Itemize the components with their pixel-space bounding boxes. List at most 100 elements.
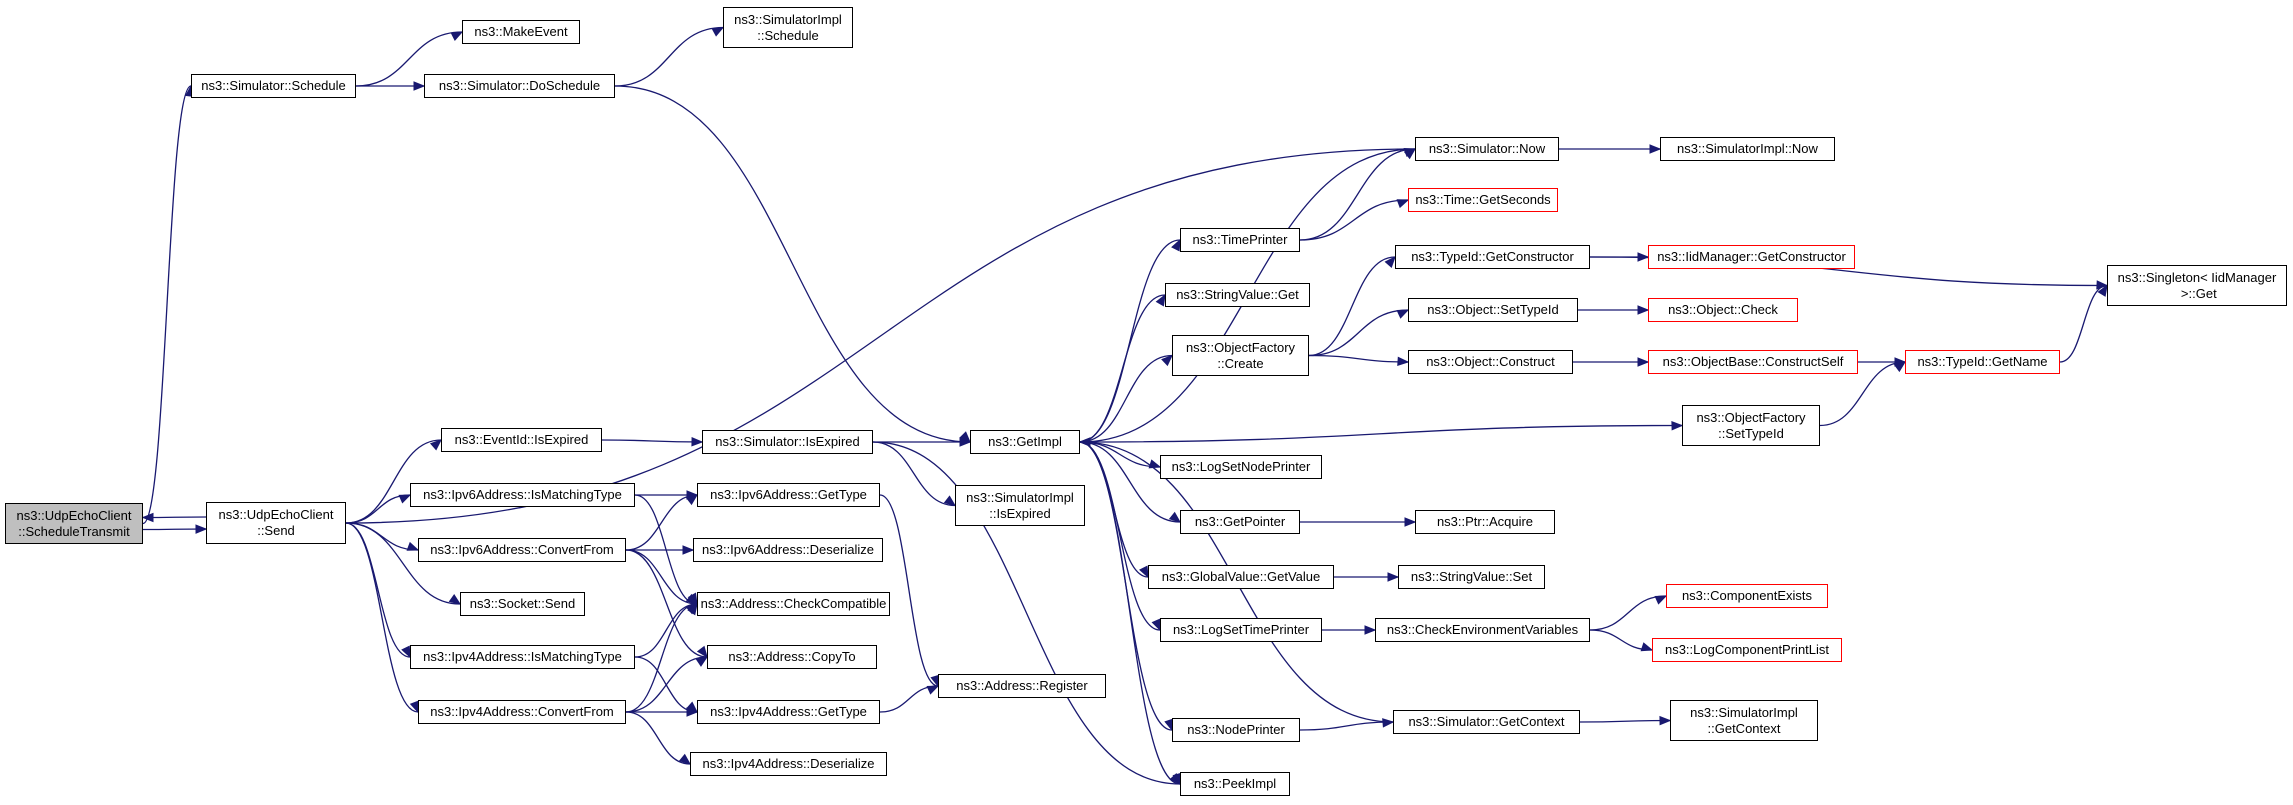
node-getconstructor[interactable]: ns3::TypeId::GetConstructor [1395,245,1590,269]
node-peekimpl[interactable]: ns3::PeekImpl [1180,772,1290,796]
node-lognodeprinter[interactable]: ns3::LogSetNodePrinter [1160,455,1322,479]
node-getcontext[interactable]: ns3::Simulator::GetContext [1393,710,1580,734]
edge-root-to-schedule [142,85,192,525]
arrowhead-getname-to-singleton [2097,284,2108,297]
node-iidgetconstructor[interactable]: ns3::IidManager::GetConstructor [1648,245,1855,269]
edge-v4convert-to-v4deserialize [625,711,691,765]
node-getseconds[interactable]: ns3::Time::GetSeconds [1408,188,1558,212]
node-getimpl[interactable]: ns3::GetImpl [970,430,1080,454]
node-register[interactable]: ns3::Address::Register [938,674,1106,698]
arrowhead-ofcreate-to-getconstructor [1384,255,1396,269]
node-acquire[interactable]: ns3::Ptr::Acquire [1415,510,1555,534]
edge-timeprinter-to-now [1299,148,1416,241]
arrowhead-ofcreate-to-objconstruct [1397,356,1410,367]
arrowhead-checkenv-to-componentexists [1654,595,1668,605]
node-copyto[interactable]: ns3::Address::CopyTo [707,645,877,669]
node-v4deserialize[interactable]: ns3::Ipv4Address::Deserialize [690,752,887,776]
node-getpointer[interactable]: ns3::GetPointer [1180,510,1300,534]
node-v4convert[interactable]: ns3::Ipv4Address::ConvertFrom [418,700,626,724]
edge-getimpl-to-timeprinter [1079,239,1181,443]
node-schedule[interactable]: ns3::Simulator::Schedule [191,74,356,98]
arrowhead-nodeprinter-to-getcontext [1382,718,1395,728]
node-implschedule[interactable]: ns3::SimulatorImpl ::Schedule [723,7,853,48]
arrowhead-getcontext-to-implgetcontext [1659,715,1672,726]
node-v6gettype[interactable]: ns3::Ipv6Address::GetType [697,483,880,507]
node-now[interactable]: ns3::Simulator::Now [1415,137,1559,161]
node-nodeprinter[interactable]: ns3::NodePrinter [1172,718,1300,742]
edge-v4convert-to-checkcompat [625,603,698,713]
edge-v6convert-to-v6gettype [625,494,698,551]
edge-ofcreate-to-getconstructor [1308,256,1396,357]
node-v6deserialize[interactable]: ns3::Ipv6Address::Deserialize [693,538,883,562]
edge-send-to-socketsend [345,522,461,605]
node-simexpired[interactable]: ns3::Simulator::IsExpired [702,430,873,454]
arrowhead-v4convert-to-v4deserialize [678,753,692,765]
node-ofcreate[interactable]: ns3::ObjectFactory ::Create [1172,335,1309,376]
node-socketsend[interactable]: ns3::Socket::Send [460,592,585,616]
node-objcheck[interactable]: ns3::Object::Check [1648,298,1798,322]
node-logprintlist[interactable]: ns3::LogComponentPrintList [1652,638,1842,662]
node-logtimeprinter[interactable]: ns3::LogSetTimePrinter [1160,618,1322,642]
arrowhead-settypeid-to-objcheck [1637,305,1650,315]
node-implnow[interactable]: ns3::SimulatorImpl::Now [1660,137,1835,161]
arrowhead-v4convert-to-v4gettype [686,707,699,717]
node-checkcompat[interactable]: ns3::Address::CheckCompatible [697,592,890,616]
node-svset[interactable]: ns3::StringValue::Set [1398,565,1545,589]
arrowhead-send-to-socketsend [448,594,462,605]
node-objconstruct[interactable]: ns3::Object::Construct [1408,350,1573,374]
arrowhead-v4gettype-to-register [926,685,940,695]
node-eventexpired[interactable]: ns3::EventId::IsExpired [441,428,602,452]
arrowhead-root-to-send [195,524,208,534]
node-timeprinter[interactable]: ns3::TimePrinter [1180,228,1300,252]
edge-v6convert-to-checkcompat [625,549,698,605]
edge-ofcreate-to-objconstruct [1308,354,1409,363]
arrowhead-v6convert-to-checkcompat [685,593,699,605]
node-singleton[interactable]: ns3::Singleton< IidManager >::Get [2107,265,2287,306]
node-v4gettype[interactable]: ns3::Ipv4Address::GetType [697,700,880,724]
node-checkenv[interactable]: ns3::CheckEnvironmentVariables [1375,618,1590,642]
node-componentexists[interactable]: ns3::ComponentExists [1666,584,1828,608]
edge-checkenv-to-componentexists [1589,595,1667,631]
arrowhead-getimpl-to-logtimeprinter [1151,618,1161,632]
arrowhead-gvgetvalue-to-svset [1387,572,1400,582]
arrowhead-getimpl-to-ofsettypeid [1671,421,1684,431]
arrowhead-send-to-root [141,512,154,523]
node-settypeid[interactable]: ns3::Object::SetTypeId [1408,298,1578,322]
node-constructself[interactable]: ns3::ObjectBase::ConstructSelf [1648,350,1858,374]
edge-getimpl-to-ofsettypeid [1079,424,1683,443]
node-implexpired[interactable]: ns3::SimulatorImpl ::IsExpired [955,485,1085,526]
edge-doschedule-to-getimpl [614,85,971,443]
arrowhead-getimpl-to-getpointer [1168,511,1182,523]
node-ofsettypeid[interactable]: ns3::ObjectFactory ::SetTypeId [1682,405,1820,446]
edge-getimpl-to-peekimpl [1079,441,1181,785]
node-gvgetvalue[interactable]: ns3::GlobalValue::GetValue [1148,565,1334,589]
arrowhead-objconstruct-to-constructself [1637,357,1650,367]
node-getname[interactable]: ns3::TypeId::GetName [1905,350,2060,374]
node-v4matching[interactable]: ns3::Ipv4Address::IsMatchingType [410,645,635,669]
arrowhead-getimpl-to-stringvalueget [1155,293,1166,307]
arrowhead-logtimeprinter-to-checkenv [1364,625,1377,635]
edge-send-to-v6convert [345,522,419,551]
edge-getname-to-singleton [2059,284,2108,363]
node-stringvalueget[interactable]: ns3::StringValue::Get [1165,283,1310,307]
node-v6matching[interactable]: ns3::Ipv6Address::IsMatchingType [410,483,635,507]
edge-nodeprinter-to-getcontext [1299,721,1394,731]
arrowhead-timeprinter-to-now [1403,148,1417,160]
edge-send-to-v4convert [345,522,419,713]
node-makeevent[interactable]: ns3::MakeEvent [462,20,580,44]
edge-v6gettype-to-register [879,494,939,687]
edge-v4matching-to-checkcompat [634,603,698,658]
edge-doschedule-to-implschedule [614,26,724,87]
node-doschedule[interactable]: ns3::Simulator::DoSchedule [424,74,615,98]
arrowhead-now-to-implnow [1649,144,1662,154]
arrowhead-v4convert-to-copyto [695,656,709,667]
arrowhead-send-to-v4matching [401,645,411,659]
arrowhead-checkenv-to-logprintlist [1640,642,1654,652]
edge-getimpl-to-ofcreate [1079,354,1173,443]
arrowhead-schedule-to-doschedule [413,81,426,91]
arrowhead-timeprinter-to-getseconds [1396,199,1410,209]
node-v6convert[interactable]: ns3::Ipv6Address::ConvertFrom [418,538,626,562]
arrowhead-simexpired-to-getimpl [959,437,972,447]
node-send[interactable]: ns3::UdpEchoClient ::Send [206,502,346,544]
node-implgetcontext[interactable]: ns3::SimulatorImpl ::GetContext [1670,700,1818,741]
